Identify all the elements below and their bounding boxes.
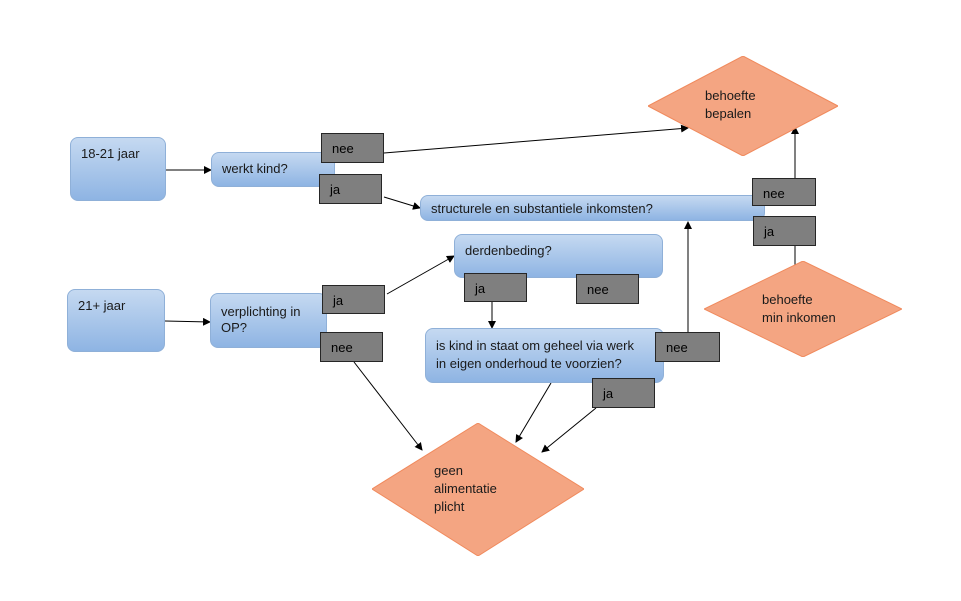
answer-ja-derdenbeding: ja [464,273,527,302]
node-label: werkt kind? [222,161,288,176]
answer-label: ja [603,386,614,401]
arrow-ja-to-derdenbeding [386,255,455,295]
arrow-nee-verpl-to-geen [353,361,423,451]
answer-label: ja [330,182,341,197]
node-structurele-inkomsten: structurele en substantiele inkomsten? [420,195,765,221]
answer-ja-verplichting: ja [322,285,385,314]
answer-label: nee [587,282,609,297]
arrow-ja-iskind-to-geen [541,407,597,453]
answer-nee-structurele: nee [752,178,816,206]
diamond-shape [648,56,838,156]
node-label: 21+ jaar [78,298,126,313]
node-label: 18-21 jaar [81,146,140,161]
node-label: structurele en substantiele inkomsten? [431,201,653,216]
node-werkt-kind: werkt kind? [211,152,335,187]
node-18-21-jaar: 18-21 jaar [70,137,166,201]
node-label: derdenbeding? [465,243,552,258]
diamond-shape [372,423,584,556]
node-21-plus-jaar: 21+ jaar [67,289,165,352]
answer-label: nee [332,141,354,156]
answer-label: nee [666,340,688,355]
answer-label: ja [333,293,344,308]
arrow-nee-derden-to-geen [515,382,552,443]
arrow-nee-to-behoefte-bepalen [383,124,689,154]
answer-ja-structurele: ja [753,216,816,246]
diamond-shape [704,261,902,357]
node-derdenbeding: derdenbeding? [454,234,663,278]
answer-nee-verplichting: nee [320,332,383,362]
arrow-21-plus-to-verplichting [164,317,211,326]
answer-ja-is-kind: ja [592,378,655,408]
answer-label: nee [331,340,353,355]
answer-nee-is-kind: nee [655,332,720,362]
answer-nee-derdenbeding: nee [576,274,639,304]
answer-label: ja [764,224,775,239]
answer-nee-werkt-kind: nee [321,133,384,163]
arrow-ja-to-structurele [383,196,421,210]
answer-ja-werkt-kind: ja [319,174,382,204]
answer-label: ja [475,281,486,296]
answer-label: nee [763,186,785,201]
